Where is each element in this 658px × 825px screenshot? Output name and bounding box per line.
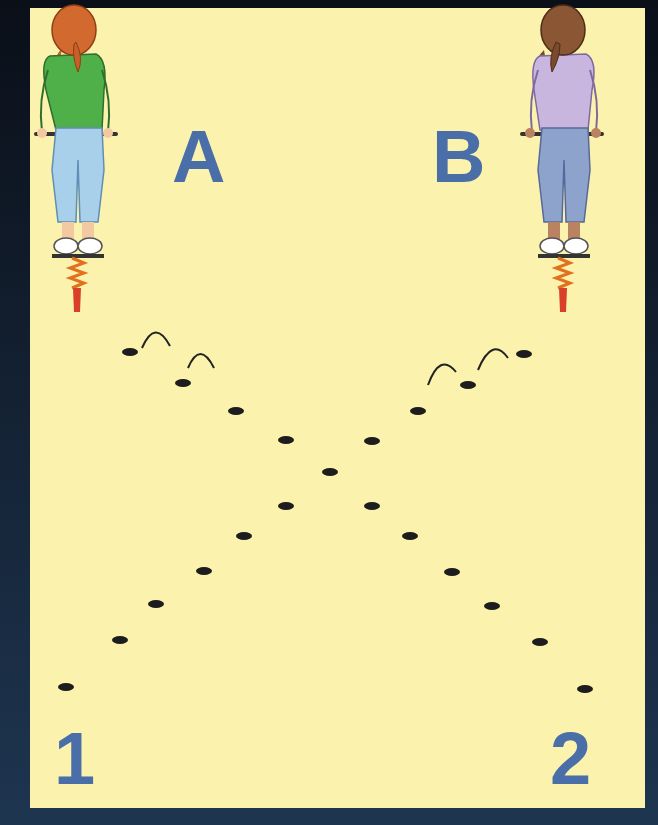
bounce-arc [428,364,456,385]
landing-mark [402,532,418,540]
blue-pants [538,128,590,222]
leg [548,222,560,240]
landing-mark [322,468,338,476]
landing-mark [236,532,252,540]
position-label: 2 [550,722,591,796]
pogo-tip [559,288,567,312]
landing-mark [410,407,426,415]
shoe [54,238,78,254]
landing-mark [278,502,294,510]
shoe [78,238,102,254]
landing-mark [444,568,460,576]
landing-mark [278,436,294,444]
footrest [538,254,590,258]
girl-a [36,5,116,312]
footrest [52,254,104,258]
landing-mark [460,381,476,389]
shoe [564,238,588,254]
bounce-arcs [142,332,508,385]
landing-mark [364,437,380,445]
leg [82,222,94,240]
landing-mark [122,348,138,356]
spring [556,258,570,288]
landing-mark [175,379,191,387]
spring [70,258,84,288]
landing-marks-a [122,348,593,693]
landing-mark [484,602,500,610]
arm-line [41,70,48,132]
ponytail [551,42,560,72]
hand [525,128,535,138]
hand [37,128,47,138]
landing-marks-b [58,350,532,691]
bounce-arc [478,349,508,370]
bounce-arc [142,332,170,348]
hand [103,128,113,138]
landing-mark [532,638,548,646]
landing-mark [196,567,212,575]
green-top [44,54,105,130]
landing-mark [577,685,593,693]
lavender-top [533,54,594,130]
position-label: B [432,120,485,194]
hand [591,128,601,138]
bounce-arc [188,354,214,368]
yellow-ground [30,8,645,808]
landing-mark [148,600,164,608]
landing-mark [516,350,532,358]
arm-line [531,70,538,132]
pogo-tip [73,288,81,312]
leg [62,222,74,240]
leg [568,222,580,240]
arm-line [590,70,597,132]
landing-mark [228,407,244,415]
hair [541,5,585,55]
landing-mark [58,683,74,691]
landing-mark [112,636,128,644]
shoe [540,238,564,254]
girl-b [522,5,602,312]
ponytail [74,42,81,72]
light-blue-pants [52,128,104,222]
position-label: A [172,120,225,194]
landing-mark [364,502,380,510]
position-label: 1 [54,722,95,796]
arm-line [102,70,109,132]
